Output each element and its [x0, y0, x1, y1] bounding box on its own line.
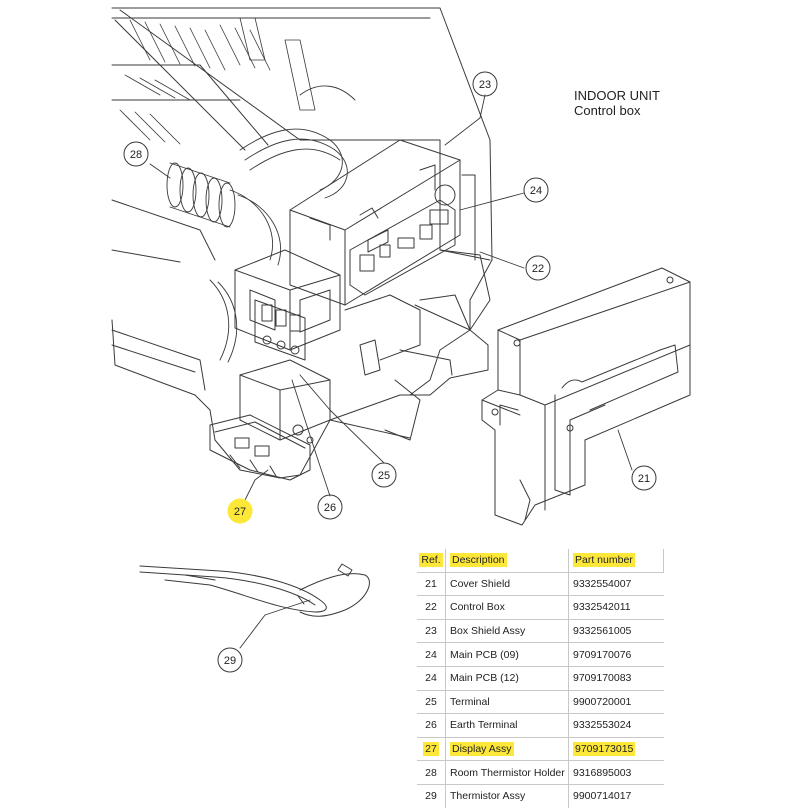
main-pcb: [349, 199, 456, 296]
cell-ref: 22: [417, 595, 446, 620]
cell-ref: 26: [417, 713, 446, 738]
cell-part-number: 9332542011: [568, 595, 664, 620]
cell-description: Cover Shield: [445, 571, 569, 596]
cell-ref: 24: [417, 642, 446, 667]
cell-description: Display Assy: [445, 736, 569, 761]
cell-ref: 24: [417, 665, 446, 691]
cell-ref: 29: [417, 783, 446, 808]
cell-ref: 21: [417, 571, 446, 596]
box-shield-assy: [289, 139, 461, 306]
cell-part-number: 9332554007: [568, 571, 664, 596]
header-description: Description: [445, 549, 569, 573]
room-thermistor-holder: [166, 162, 236, 228]
indoor-unit-chassis: [111, 7, 493, 479]
cell-ref: 28: [417, 760, 446, 785]
cell-description: Main PCB (12): [445, 665, 569, 691]
cell-description: Earth Terminal: [445, 713, 569, 738]
cell-ref: 23: [417, 618, 446, 643]
cell-part-number: 9900714017: [568, 783, 664, 808]
display-assy: [209, 414, 311, 481]
cell-description: Box Shield Assy: [445, 618, 569, 643]
cell-part-number: 9709173015: [568, 736, 664, 761]
header-ref: Ref.: [417, 549, 446, 573]
cell-description: Room Thermistor Holder: [445, 760, 569, 785]
callout-29: 29: [224, 655, 236, 667]
cover-shield: [481, 267, 691, 526]
cell-description: Terminal: [445, 689, 569, 714]
cell-part-number: 9709170083: [568, 665, 664, 691]
terminal-block: [254, 299, 306, 361]
callout-25: 25: [378, 470, 390, 482]
cell-ref: 27: [417, 736, 446, 761]
mounting-bracket: [384, 249, 491, 441]
callout-27: 27: [234, 506, 246, 518]
callout-22: 22: [532, 263, 544, 275]
cell-part-number: 9900720001: [568, 689, 664, 714]
cell-description: Control Box: [445, 595, 569, 620]
cell-part-number: 9316895003: [568, 760, 664, 785]
callout-28: 28: [130, 149, 142, 161]
cell-part-number: 9709170076: [568, 642, 664, 667]
callout-23: 23: [479, 79, 491, 91]
callout-24: 24: [530, 185, 542, 197]
wire-harness: [209, 85, 356, 363]
callout-circles: [123, 71, 657, 673]
callout-26: 26: [324, 502, 336, 514]
cell-description: Thermistor Assy: [445, 783, 569, 808]
thermistor-assy: [139, 563, 370, 617]
cell-part-number: 9332561005: [568, 618, 664, 643]
title-line-1: INDOOR UNIT: [574, 88, 660, 103]
header-part-number: Part number: [568, 549, 664, 573]
cell-ref: 25: [417, 689, 446, 714]
grille-slots: [119, 17, 316, 145]
control-box: [234, 249, 421, 376]
table-header-row: Ref. Description Part number: [417, 549, 664, 573]
cell-description: Main PCB (09): [445, 642, 569, 667]
title-line-2: Control box: [574, 103, 641, 118]
callout-21: 21: [638, 473, 650, 485]
cell-part-number: 9332553024: [568, 713, 664, 738]
leader-lines: [149, 94, 633, 649]
earth-terminal: [239, 359, 331, 444]
